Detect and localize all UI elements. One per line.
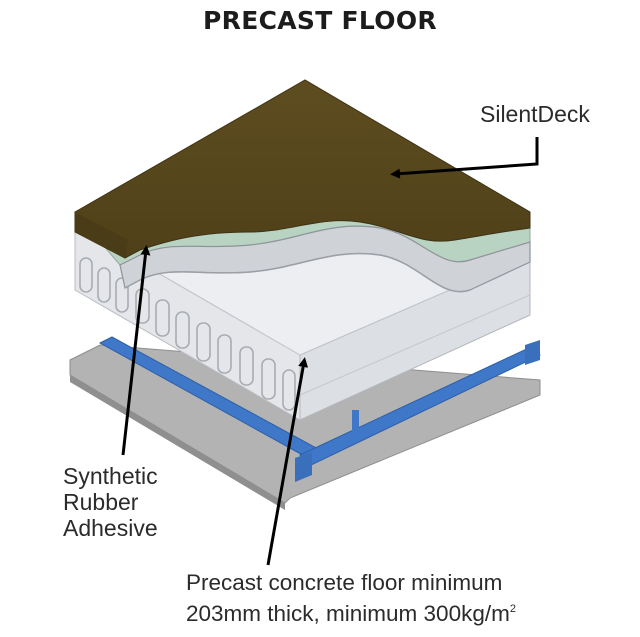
precast-leader — [266, 357, 309, 566]
adhesive-label: Synthetic Rubber Adhesive — [63, 463, 158, 541]
precast-label: Precast concrete floor minimum 203mm thi… — [186, 569, 516, 627]
silentdeck-label: SilentDeck — [480, 101, 590, 127]
silentdeck-leader — [390, 137, 539, 179]
adhesive-leader — [121, 245, 151, 456]
silentdeck-layer — [74, 79, 531, 259]
diagram-title: PRECAST FLOOR — [203, 6, 437, 35]
adhesive-label-line3: Adhesive — [63, 515, 158, 541]
precast-label-line2-text: 203mm thick, minimum 300kg/m — [186, 601, 510, 626]
precast-label-superscript: 2 — [509, 603, 516, 615]
adhesive-label-line2: Rubber — [63, 489, 139, 515]
precast-label-line2: 203mm thick, minimum 300kg/m2 — [186, 596, 516, 627]
leader-arrows — [121, 137, 539, 566]
adhesive-label-line1: Synthetic — [63, 463, 158, 489]
precast-label-line1: Precast concrete floor minimum — [186, 570, 503, 595]
steel-beams — [98, 336, 541, 482]
